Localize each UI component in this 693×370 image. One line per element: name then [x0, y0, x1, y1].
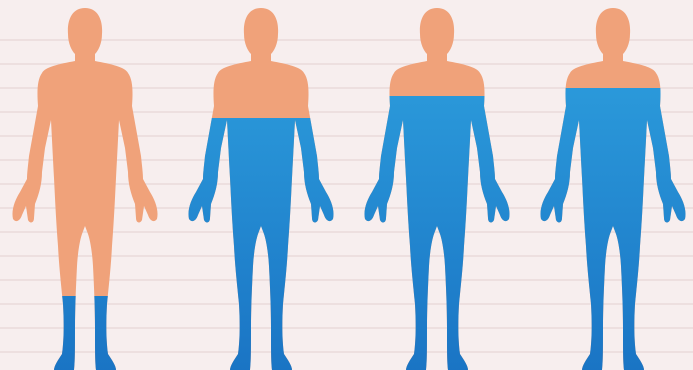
illustration: [0, 0, 693, 370]
body-immersion-illustration: [0, 0, 693, 370]
